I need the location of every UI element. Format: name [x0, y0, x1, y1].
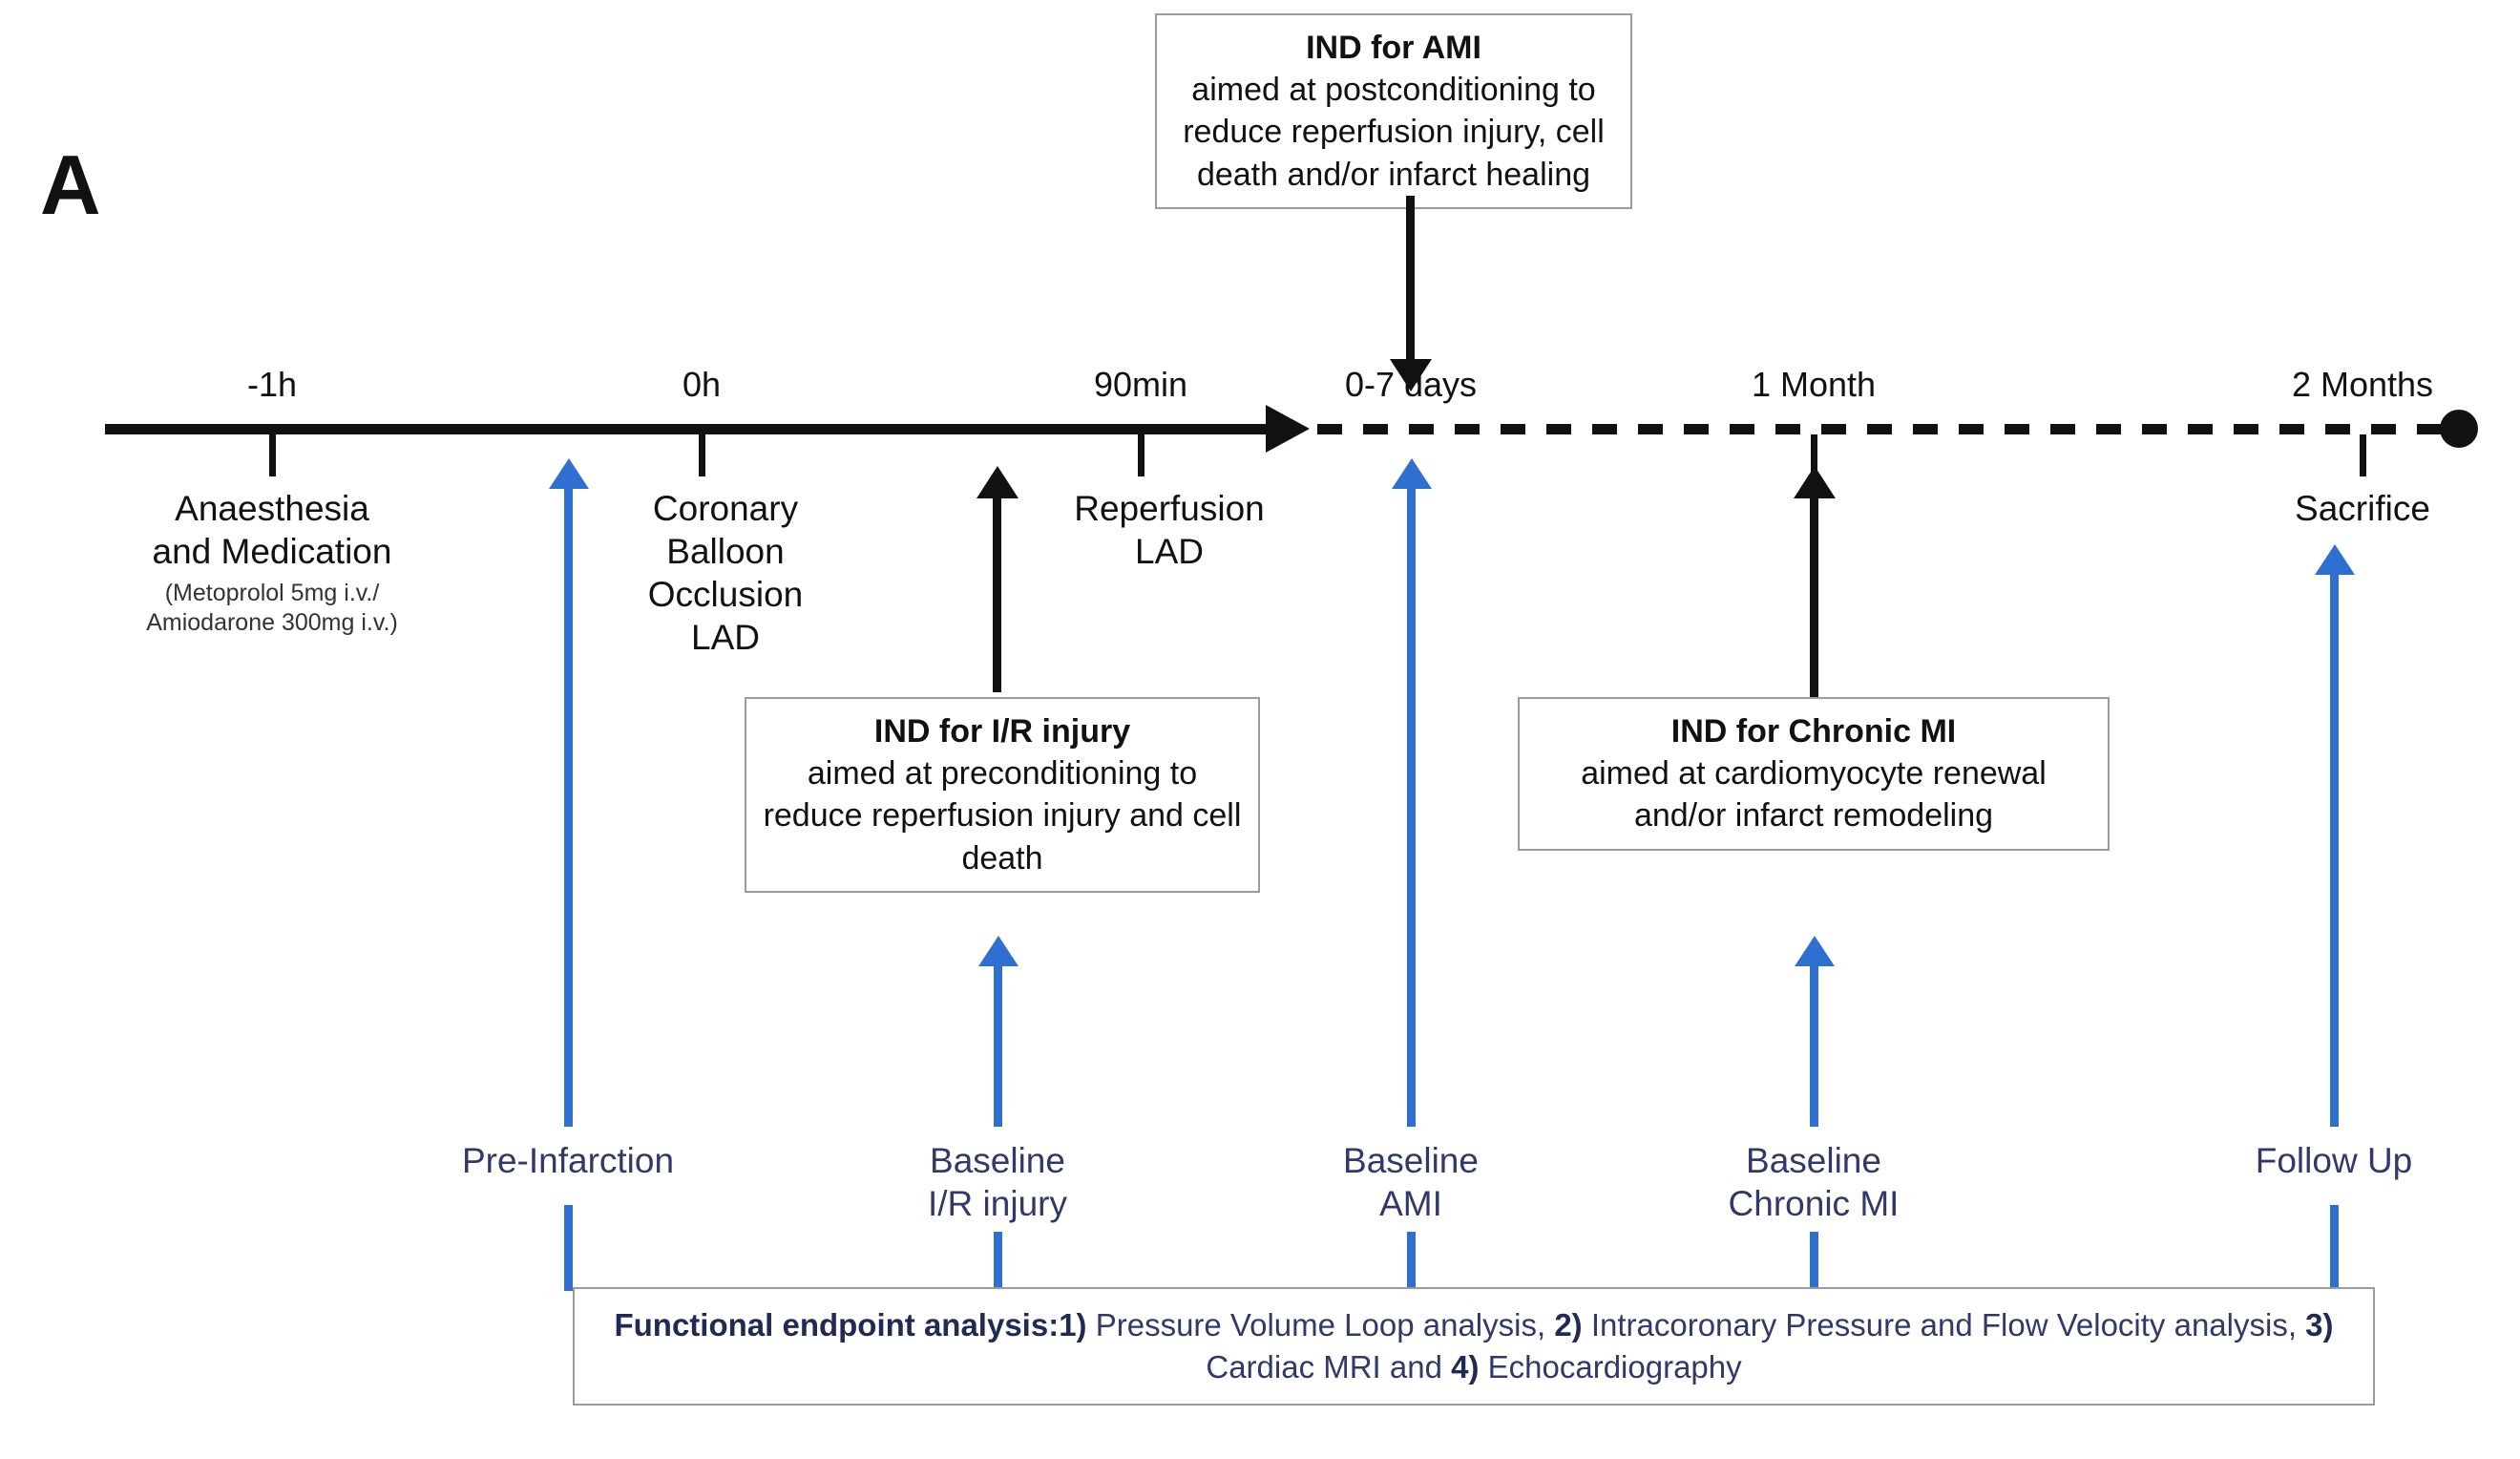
- baseline-chronic-mi-arrow-shaft: [1810, 964, 1818, 1127]
- tick-label-2-months: 2 Months: [2291, 365, 2434, 404]
- baseline-chronic-mi-arrow-head: [1795, 936, 1835, 966]
- tick-label-1-month: 1 Month: [1751, 365, 1877, 404]
- ind-for-ami-title: IND for AMI: [1306, 30, 1481, 66]
- ind-for-chronic-mi-body: aimed at cardiomyocyte renewal and/or in…: [1581, 755, 2047, 835]
- timeline-axis-dashed: [1317, 424, 2449, 434]
- ind-for-ir-injury-title: IND for I/R injury: [873, 713, 1131, 750]
- chronic-mi-arrow-head: [1794, 466, 1836, 498]
- baseline-ami-arrow-shaft: [1407, 487, 1416, 1127]
- baseline-chronic-mi-connector: [1810, 1232, 1818, 1291]
- endpoint-item-4: Echocardiography: [1479, 1349, 1742, 1385]
- endpoint-num-4: 4): [1451, 1349, 1480, 1385]
- baseline-ami-connector: [1407, 1232, 1416, 1291]
- baseline-ir-arrow-head: [978, 936, 1018, 966]
- reperfusion-arrow-shaft: [993, 497, 1001, 692]
- reperfusion-arrow-head: [976, 466, 1018, 498]
- baseline-ir-connector: [994, 1232, 1002, 1291]
- baseline-ir-arrow-shaft: [994, 964, 1002, 1127]
- pre-infarction-arrow-shaft: [564, 487, 573, 1127]
- follow-up-arrow-shaft: [2330, 573, 2339, 1127]
- chronic-mi-arrow-shaft: [1810, 497, 1818, 697]
- ind-for-chronic-mi-box: IND for Chronic MI aimed at cardiomyocyt…: [1518, 697, 2110, 851]
- tick-mark: [1811, 434, 1817, 476]
- ami-box-arrow-shaft: [1406, 196, 1415, 363]
- pre-infarction-arrow-head: [549, 458, 589, 489]
- tick-label-minus-1h: -1h: [246, 365, 298, 404]
- tick-label-0-7-days: 0-7 days: [1344, 365, 1478, 404]
- tick-label-90min: 90min: [1093, 365, 1188, 404]
- timeline-axis-solid: [105, 424, 1277, 434]
- event-label-sacrifice: Sacrifice: [2295, 489, 2430, 528]
- ind-for-chronic-mi-title: IND for Chronic MI: [1670, 713, 1957, 750]
- ind-for-ir-injury-body: aimed at preconditioning to reduce reper…: [763, 755, 1242, 877]
- event-label-anaesthesia-note: (Metoprolol 5mg i.v./Amiodarone 300mg i.…: [146, 580, 398, 637]
- tick-mark: [699, 434, 705, 476]
- endpoint-num-3: 3): [2305, 1307, 2334, 1343]
- follow-up-arrow-head: [2315, 544, 2355, 575]
- panel-letter-a: A: [40, 137, 101, 232]
- endpoint-item-1: Pressure Volume Loop analysis,: [1086, 1307, 1555, 1343]
- endpoint-num-2: 2): [1554, 1307, 1583, 1343]
- endpoint-item-3: Cardiac MRI and: [1206, 1307, 2342, 1385]
- ind-for-ir-injury-box: IND for I/R injury aimed at precondition…: [745, 697, 1260, 893]
- endpoint-lead-label: Functional endpoint analysis:: [614, 1307, 1060, 1343]
- follow-up-connector: [2330, 1205, 2339, 1291]
- timeline-arrowhead-icon: [1266, 405, 1310, 453]
- endpoint-num-1: 1): [1059, 1307, 1087, 1343]
- ami-box-arrow-head: [1390, 359, 1432, 391]
- blue-label-pre-infarction: Pre-Infarction: [461, 1141, 675, 1180]
- functional-endpoint-analysis-box: Functional endpoint analysis:1) Pressure…: [573, 1287, 2375, 1406]
- tick-mark: [269, 434, 276, 476]
- endpoint-item-2: Intracoronary Pressure and Flow Velocity…: [1582, 1307, 2306, 1343]
- tick-mark: [2360, 434, 2366, 476]
- blue-label-follow-up: Follow Up: [2255, 1141, 2413, 1180]
- ind-for-ami-body: aimed at postconditioning to reduce repe…: [1183, 72, 1605, 193]
- timeline-end-dot-icon: [2440, 410, 2478, 448]
- tick-label-0h: 0h: [682, 365, 722, 404]
- pre-infarction-connector: [564, 1205, 573, 1291]
- baseline-ami-arrow-head: [1392, 458, 1432, 489]
- tick-mark: [1138, 434, 1144, 476]
- ind-for-ami-box: IND for AMI aimed at postconditioning to…: [1155, 13, 1632, 209]
